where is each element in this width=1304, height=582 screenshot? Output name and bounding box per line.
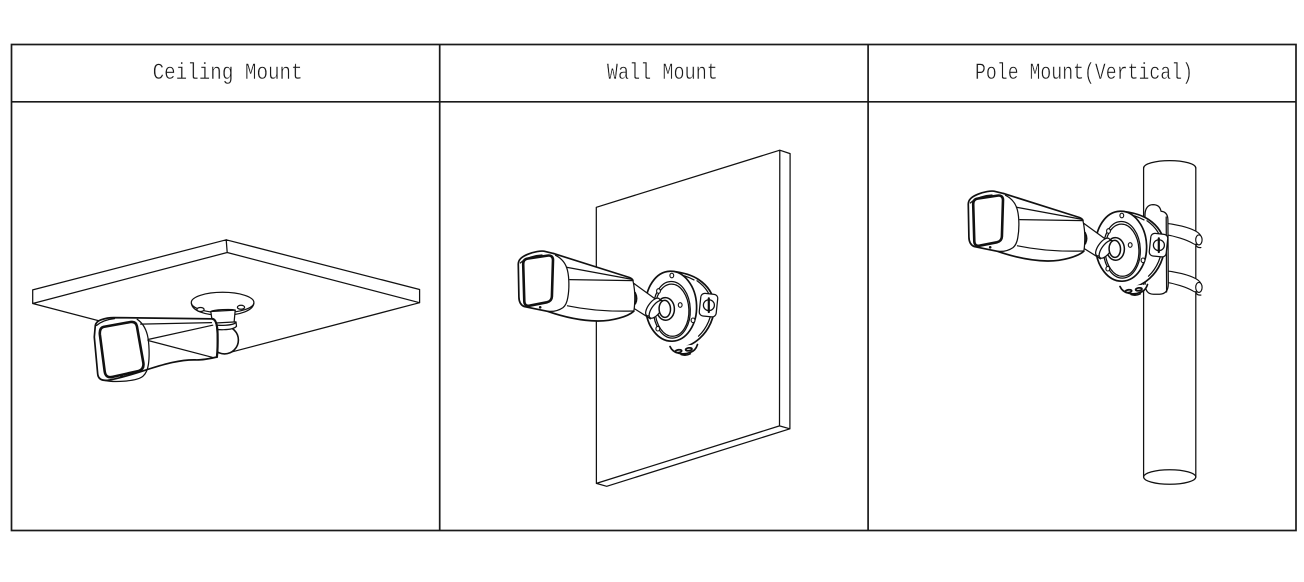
svg-text:Pole Mount(Vertical): Pole Mount(Vertical) xyxy=(975,61,1193,86)
svg-text:Wall Mount: Wall Mount xyxy=(607,61,718,86)
svg-text:Ceiling Mount: Ceiling Mount xyxy=(153,61,303,86)
